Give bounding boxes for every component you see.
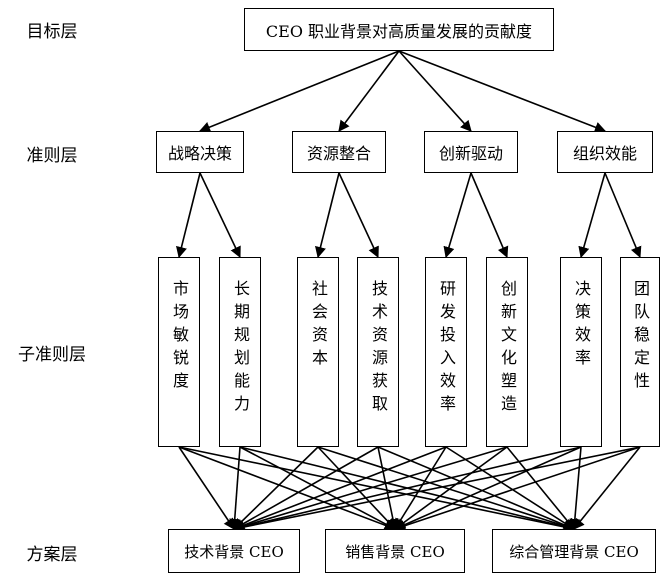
criterion-to-sub-criterion-arrow	[443, 172, 472, 259]
sub-criterion-to-plan-arrow	[377, 446, 399, 531]
criterion-node-strategic-decision: 战略决策	[156, 131, 244, 173]
sub-criterion-to-plan-arrow	[393, 446, 641, 532]
sub-criterion-to-plan-arrow	[178, 446, 397, 531]
sub-criterion-label: 长期规划能力	[231, 280, 250, 418]
sub-criterion-to-plan-arrow	[445, 446, 575, 530]
sub-criterion-to-plan-arrow	[232, 446, 582, 533]
level-label-plan: 方案层	[26, 545, 78, 565]
level-label-goal: 目标层	[26, 22, 78, 42]
sub-criterion-to-plan-arrow	[569, 446, 582, 531]
plan-node-sales-ceo: 销售背景 CEO	[325, 529, 465, 573]
sub-criterion-to-plan-arrow	[393, 446, 582, 531]
sub-criterion-to-plan-arrow	[394, 446, 447, 530]
sub-criterion-to-plan-arrow	[232, 446, 508, 532]
sub-criterion-node-team-stability: 团队稳定性	[620, 257, 660, 447]
sub-criterion-node-decision-efficiency: 决策效率	[560, 257, 602, 447]
sub-criterion-to-plan-arrow	[573, 446, 641, 530]
goal-to-criterion-arrow	[398, 50, 607, 133]
sub-criterion-to-plan-arrow	[229, 446, 241, 531]
level-label-criteria: 准则层	[26, 146, 78, 166]
criterion-node-organizational-efficiency: 组织效能	[557, 131, 653, 173]
goal-node: CEO 职业背景对高质量发展的贡献度	[244, 8, 554, 51]
criterion-to-sub-criterion-arrow	[578, 172, 606, 259]
sub-criterion-to-plan-arrow	[394, 446, 508, 530]
sub-criterion-label: 创新文化塑造	[498, 280, 517, 418]
sub-criterion-to-plan-arrow	[178, 446, 576, 533]
sub-criterion-to-plan-arrow	[506, 446, 575, 530]
sub-criterion-to-plan-arrow	[233, 446, 379, 530]
criterion-to-sub-criterion-arrow	[315, 172, 340, 259]
sub-criterion-node-long-term-planning: 长期规划能力	[219, 257, 261, 447]
sub-criterion-node-innovation-culture: 创新文化塑造	[486, 257, 528, 447]
criterion-to-sub-criterion-arrow	[338, 172, 379, 259]
goal-to-criterion-arrow	[198, 50, 400, 133]
plan-node-general-management-ceo: 综合管理背景 CEO	[492, 529, 656, 573]
sub-criterion-label: 社会资本	[309, 280, 328, 372]
criterion-node-innovation-drive: 创新驱动	[424, 131, 518, 173]
sub-criterion-to-plan-arrow	[317, 446, 396, 530]
sub-criterion-to-plan-arrow	[233, 446, 319, 530]
criterion-to-sub-criterion-arrow	[604, 172, 642, 259]
criterion-to-sub-criterion-arrow	[176, 172, 201, 259]
sub-criterion-label: 市场敏锐度	[170, 280, 189, 395]
sub-criterion-to-plan-arrow	[232, 446, 447, 531]
sub-criterion-label: 决策效率	[572, 280, 591, 372]
sub-criterion-label: 技术资源获取	[369, 280, 388, 418]
sub-criterion-to-plan-arrow	[178, 446, 235, 530]
sub-criterion-label: 团队稳定性	[631, 280, 650, 395]
plan-node-tech-ceo: 技术背景 CEO	[168, 529, 300, 573]
sub-criterion-node-tech-resource-access: 技术资源获取	[357, 257, 399, 447]
sub-criterion-to-plan-arrow	[232, 446, 641, 533]
criterion-to-sub-criterion-arrow	[470, 172, 509, 259]
criterion-to-sub-criterion-arrow	[199, 172, 241, 259]
level-label-sub-criteria: 子准则层	[18, 345, 86, 365]
sub-criterion-label: 研发投入效率	[437, 280, 456, 418]
sub-criterion-node-market-sensitivity: 市场敏锐度	[158, 257, 200, 447]
sub-criterion-to-plan-arrow	[317, 446, 576, 532]
criterion-node-resource-integration: 资源整合	[292, 131, 386, 173]
sub-criterion-node-rd-efficiency: 研发投入效率	[425, 257, 467, 447]
goal-to-criterion-arrow	[338, 50, 400, 132]
goal-to-criterion-arrow	[398, 50, 472, 132]
sub-criterion-to-plan-arrow	[239, 446, 396, 530]
sub-criterion-node-social-capital: 社会资本	[297, 257, 339, 447]
